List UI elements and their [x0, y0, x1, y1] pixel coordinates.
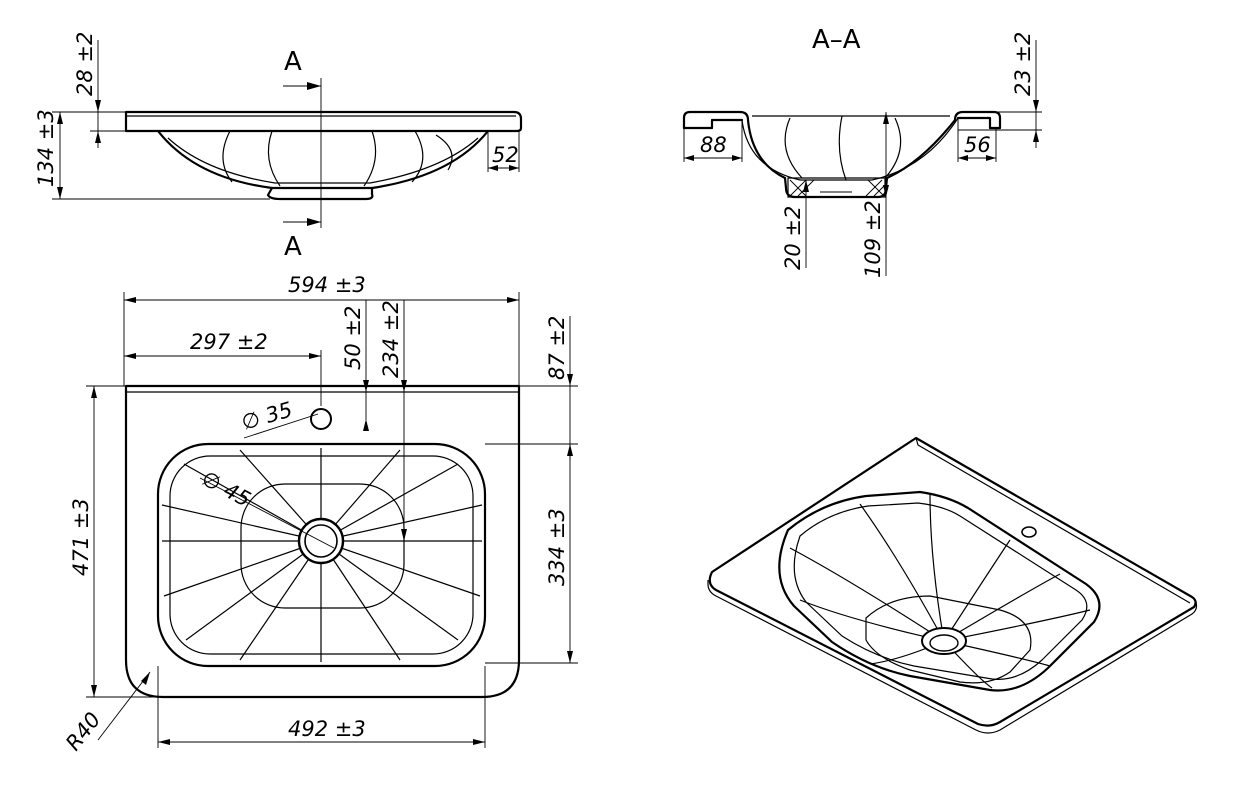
section-label-bottom: A	[284, 232, 302, 262]
dim-height-total: 134 ±3	[34, 109, 58, 187]
dim-rim-right: 56	[964, 133, 991, 157]
dim-tap-hole: ∅ 35	[239, 397, 295, 434]
dim-bowl-offset-top: 87 ±2	[545, 316, 569, 380]
section-view: A–A 23 ±2 88	[682, 25, 1042, 278]
dim-bottom-thickness: 20 ±2	[781, 206, 805, 270]
dim-rim-left: 88	[700, 133, 727, 157]
dim-depth: 109 ±2	[861, 200, 885, 278]
dim-corner-radius: R40	[61, 708, 105, 755]
section-title: A–A	[812, 25, 861, 55]
dim-rim-height: 28 ±2	[73, 32, 97, 96]
dim-rim-offset: 52	[492, 143, 519, 167]
side-view: A A 134 ±3 28 ±2 52	[34, 32, 523, 262]
dim-drain-offset: 234 ±2	[379, 300, 403, 378]
dim-hole-offset: 50 ±2	[341, 306, 365, 370]
dim-bowl-depth: 334 ±3	[545, 508, 569, 586]
plan-view: ∅ 35 ∅ 45 594 ±3 297 ±2 50 ±2 234 ±2	[61, 273, 578, 755]
dim-bowl-width: 492 ±3	[288, 717, 366, 741]
dim-drain-hole: ∅ 45	[198, 466, 255, 511]
dim-width: 594 ±3	[288, 273, 366, 297]
isometric-view	[707, 436, 1198, 734]
section-label-top: A	[284, 47, 302, 77]
dim-half-width: 297 ±2	[190, 330, 268, 354]
dim-top-offset: 23 ±2	[1011, 32, 1035, 96]
dim-depth-total: 471 ±3	[69, 498, 93, 576]
